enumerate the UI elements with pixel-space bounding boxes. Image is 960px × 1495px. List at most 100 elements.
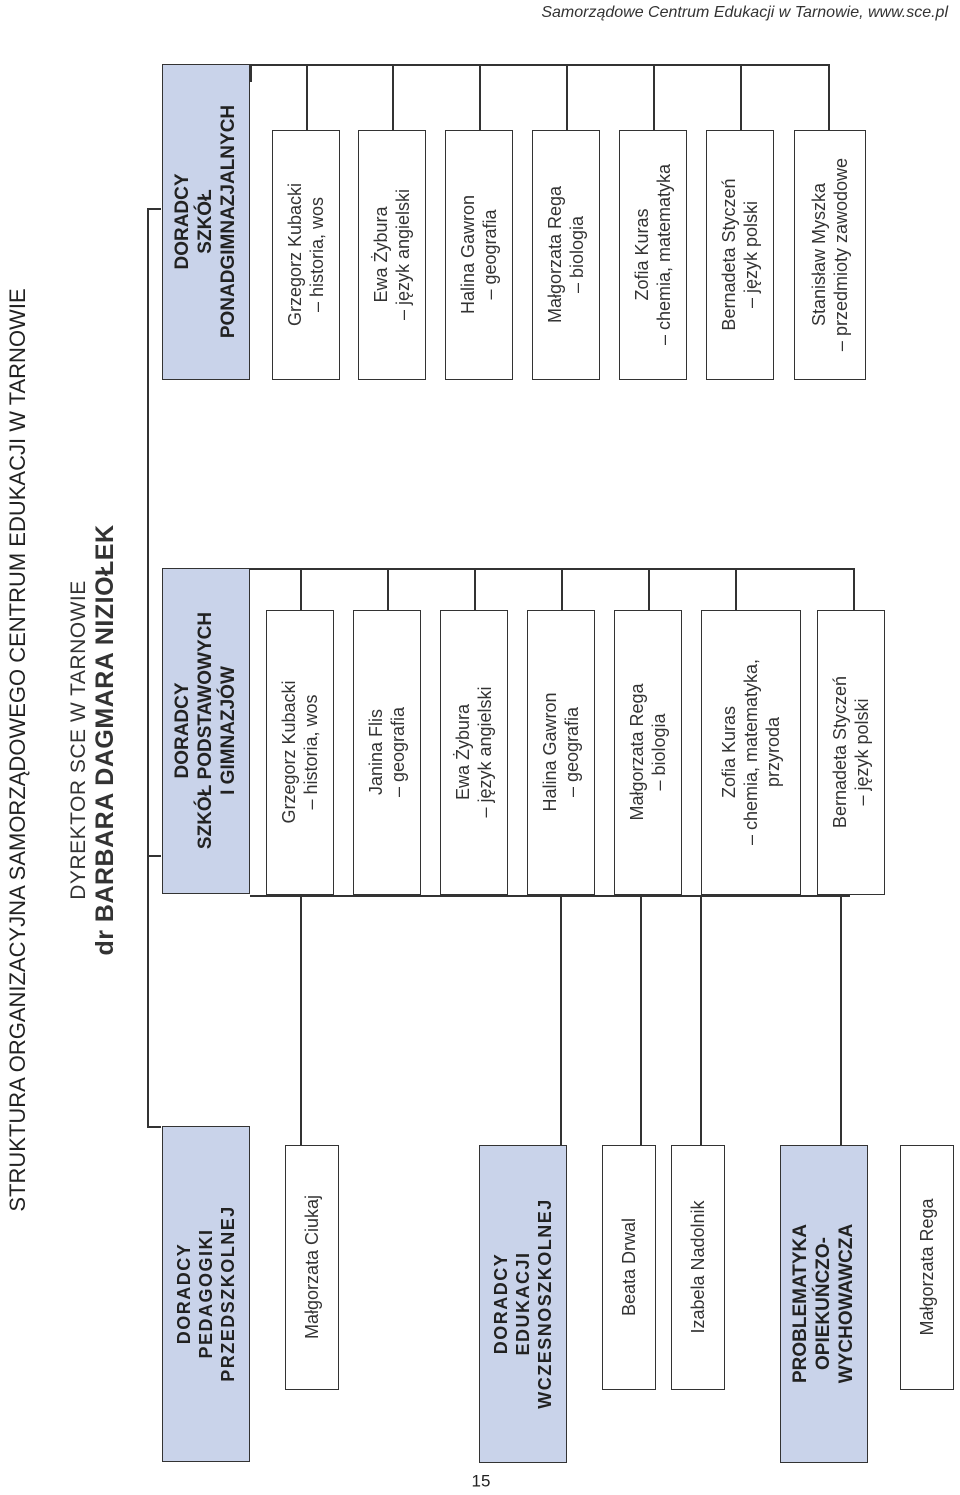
member-name: Bernadeta Styczeń <box>718 178 739 331</box>
group-title-line: PRZEDSZKOLNEJ <box>217 1205 238 1382</box>
connector <box>653 64 655 130</box>
member-name: Stanisław Myszka <box>808 182 829 327</box>
page-number: 15 <box>471 1472 491 1492</box>
member-box: Zofia Kuras – chemia, matematyka, przyro… <box>701 610 801 895</box>
member-name: Grzegorz Kubacki <box>284 182 305 327</box>
member-subject: – geografia <box>561 706 582 798</box>
member-name: Grzegorz Kubacki <box>278 680 299 824</box>
member-name: Halina Gawron <box>539 692 560 812</box>
member-box: Małgorzata Rega – biologia <box>532 130 600 380</box>
member-name: Zofia Kuras <box>631 208 652 301</box>
member-box: Izabela Nadolnik <box>671 1145 725 1390</box>
connector <box>640 895 642 1145</box>
member-box: Ewa Żybura – język angielski <box>440 610 508 895</box>
member-box: Bernadeta Styczeń – język polski <box>817 610 885 895</box>
connector <box>566 64 568 130</box>
member-subject: – przedmioty zawodowe <box>830 157 851 352</box>
group-title-line: I GIMNAZJÓW <box>218 666 239 795</box>
connector <box>250 64 252 82</box>
group-opiekuncze-header: PROBLEMATYKA OPIEKUŃCZO- WYCHOWAWCZA <box>780 1145 868 1463</box>
connector <box>561 568 563 610</box>
group-ponadgimnazjalne-header: DORADCY SZKÓŁ PONADGIMNAZJALNYCH <box>162 64 250 380</box>
director-title: DYREKTOR SCE W TARNOWIE <box>66 580 90 900</box>
connector <box>648 568 650 610</box>
connector <box>735 568 737 610</box>
member-box: Janina Flis – geografia <box>353 610 421 895</box>
member-subject: – język polski <box>740 200 761 309</box>
connector <box>853 568 855 610</box>
group-wczesnoszkolne-header: DORADCY EDUKACJI WCZESNOSZKOLNEJ <box>479 1145 567 1463</box>
group-title-line: SZKÓŁ <box>195 189 216 254</box>
member-subject: – język angielski <box>474 686 495 818</box>
member-subject: – chemia, matematyka, <box>740 658 761 846</box>
member-name: Ewa Żybura <box>452 703 473 801</box>
member-box: Małgorzata Ciukaj <box>285 1145 339 1390</box>
member-subject: przyroda <box>762 716 783 788</box>
member-name: Beata Drwal <box>618 1217 639 1317</box>
member-name: Zofia Kuras <box>718 705 739 799</box>
group-title-line: DORADCY <box>173 1242 194 1345</box>
connector <box>387 568 389 610</box>
member-subject: – chemia, matematyka <box>653 163 674 346</box>
group-title-line: DORADCY <box>172 682 193 779</box>
group-podstawowe-header: DORADCY SZKÓŁ PODSTAWOWYCH I GIMNAZJÓW <box>162 568 250 894</box>
page-title: STRUKTURA ORGANIZACYJNA SAMORZĄDOWEGO CE… <box>5 288 30 1212</box>
member-box: Małgorzata Rega <box>900 1145 954 1390</box>
member-name: Małgorzata Rega <box>916 1198 937 1336</box>
member-subject: – geografia <box>387 706 408 798</box>
member-box: Grzegorz Kubacki – historia, wos <box>266 610 334 895</box>
member-box: Beata Drwal <box>602 1145 656 1390</box>
connector <box>828 64 830 130</box>
page-title-wrap: STRUKTURA ORGANIZACYJNA SAMORZĄDOWEGO CE… <box>0 150 36 1350</box>
member-subject: – historia, wos <box>306 196 327 313</box>
connector <box>700 895 702 1145</box>
member-subject: – język polski <box>851 698 872 806</box>
member-name: Bernadeta Styczeń <box>829 675 850 829</box>
connector <box>306 64 308 130</box>
connector <box>147 1126 161 1128</box>
group-title-line: DORADCY <box>172 173 193 270</box>
group-title-line: PEDAGOGIKI <box>195 1228 216 1359</box>
member-box: Grzegorz Kubacki – historia, wos <box>272 130 340 380</box>
connector <box>147 855 161 857</box>
member-subject: – biologia <box>648 713 669 791</box>
member-name: Małgorzata Rega <box>626 683 647 821</box>
group-title-line: EDUKACJI <box>512 1251 533 1356</box>
connector <box>250 568 855 570</box>
director-name: dr BARBARA DAGMARA NIZIOŁEK <box>90 524 119 956</box>
connector <box>740 64 742 130</box>
connector <box>250 64 830 66</box>
group-title-line: OPIEKUŃCZO- <box>813 1237 834 1370</box>
member-name: Małgorzata Ciukaj <box>301 1194 322 1340</box>
group-title-line: SZKÓŁ PODSTAWOWYCH <box>195 611 216 850</box>
member-name: Halina Gawron <box>457 194 478 315</box>
member-box: Halina Gawron – geografia <box>445 130 513 380</box>
member-name: Janina Flis <box>365 708 386 796</box>
connector <box>147 208 149 1128</box>
group-title-line: DORADCY <box>490 1252 511 1355</box>
member-subject: – język angielski <box>392 188 413 321</box>
member-box: Bernadeta Styczeń – język polski <box>706 130 774 380</box>
page-number-wrap: 15 <box>466 1470 496 1494</box>
member-subject: – geografia <box>479 209 500 300</box>
member-box: Stanisław Myszka – przedmioty zawodowe <box>794 130 866 380</box>
member-subject: – biologia <box>566 215 587 294</box>
group-title-line: WCZESNOSZKOLNEJ <box>534 1198 555 1409</box>
group-title-line: PONADGIMNAZJALNYCH <box>218 104 239 339</box>
member-box: Ewa Żybura – język angielski <box>358 130 426 380</box>
member-box: Małgorzata Rega – biologia <box>614 610 682 895</box>
member-box: Halina Gawron – geografia <box>527 610 595 895</box>
header-note: Samorządowe Centrum Edukacji w Tarnowie,… <box>541 4 948 21</box>
group-title-line: PROBLEMATYKA <box>790 1223 811 1384</box>
member-name: Ewa Żybura <box>370 206 391 303</box>
member-subject: – historia, wos <box>300 694 321 810</box>
member-box: Zofia Kuras – chemia, matematyka <box>619 130 687 380</box>
member-name: Małgorzata Rega <box>544 185 565 324</box>
group-przedszkolne-header: DORADCY PEDAGOGIKI PRZEDSZKOLNEJ <box>162 1126 250 1462</box>
connector <box>147 208 161 210</box>
connector <box>300 895 302 1145</box>
director-block: DYREKTOR SCE W TARNOWIE dr BARBARA DAGMA… <box>58 505 128 975</box>
connector <box>474 568 476 610</box>
connector <box>392 64 394 130</box>
connector <box>250 895 850 897</box>
